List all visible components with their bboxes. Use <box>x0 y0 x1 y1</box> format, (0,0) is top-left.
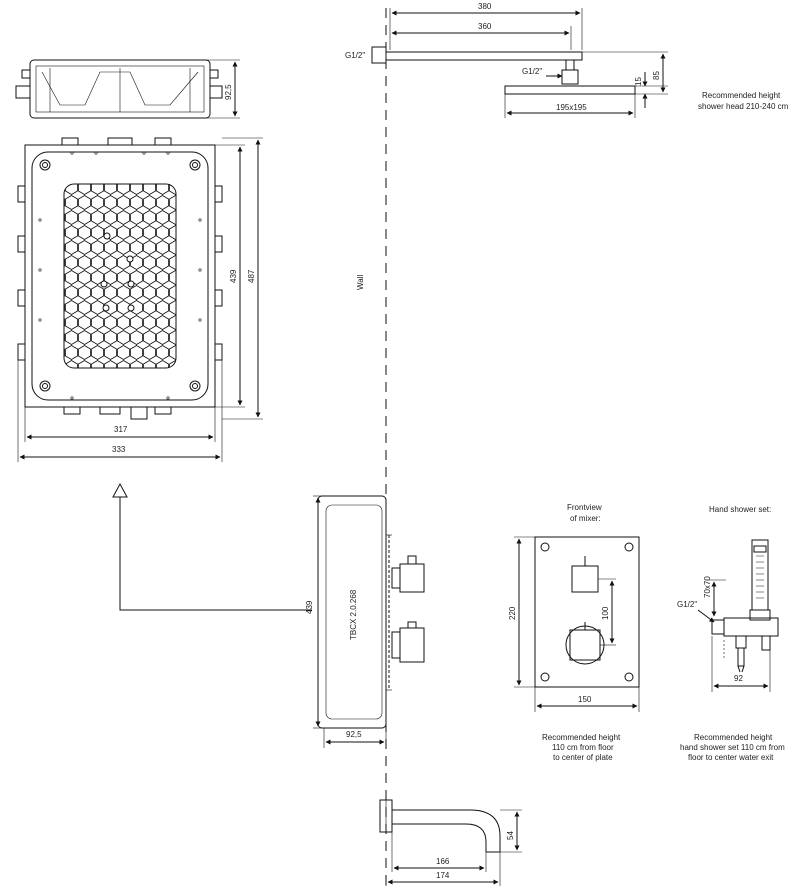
frontview-title-1: Frontview <box>567 503 602 512</box>
note-plate-line2: 110 cm from floor <box>552 743 614 752</box>
dim-hand-70x70: 70x70 <box>703 576 712 598</box>
note-hand-line1: Recommended height <box>694 733 773 742</box>
wall-label: Wall <box>356 275 365 290</box>
dim-spout-174: 174 <box>436 871 450 880</box>
note-hand-line3: floor to center water exit <box>688 753 774 762</box>
note-plate-height: Recommended height 110 cm from floor to … <box>542 733 621 762</box>
hand-shower-set: Hand shower set: G1/2" 70x70 92 <box>677 505 779 692</box>
note-plate-line1: Recommended height <box>542 733 621 742</box>
frontview-title-2: of mixer: <box>570 514 601 523</box>
dim-box-depth: 92,5 <box>224 84 233 100</box>
dim-spout-54: 54 <box>506 831 515 840</box>
note-plate-line3: to center of plate <box>553 753 613 762</box>
dim-spout-166: 166 <box>436 857 450 866</box>
dim-arm-360: 360 <box>478 22 492 31</box>
dim-plate-220: 220 <box>508 606 517 620</box>
box-top-view: 92,5 <box>15 59 240 119</box>
wall-line: Wall <box>356 8 387 886</box>
dim-plate-100: 100 <box>601 606 610 620</box>
dim-box-333: 333 <box>112 445 126 454</box>
dim-head-85: 85 <box>652 71 661 80</box>
dim-side-92-5: 92,5 <box>346 730 362 739</box>
dim-box-317: 317 <box>114 425 128 434</box>
note-shower-head-height: Recommended height shower head 210-240 c… <box>698 91 789 111</box>
pointer-arrow <box>112 482 312 611</box>
note-head-line2: shower head 210-240 cm <box>698 102 789 111</box>
note-hand-shower-height: Recommended height hand shower set 110 c… <box>680 733 785 762</box>
dim-head-g12: G1/2" <box>522 67 542 76</box>
dim-arm-g12: G1/2" <box>345 51 365 60</box>
shower-arm: 380 360 G1/2" <box>345 2 668 64</box>
dim-head-15: 15 <box>634 77 643 86</box>
dim-box-439: 439 <box>229 269 238 283</box>
mixer-side-view: TBCX 2.0.268 439 92,5 <box>305 495 425 748</box>
note-head-line1: Recommended height <box>702 91 781 100</box>
dim-arm-380: 380 <box>478 2 492 11</box>
box-front-view: 439 487 317 333 <box>17 137 263 462</box>
hand-shower-title: Hand shower set: <box>709 505 771 514</box>
shower-head: G1/2" 195x195 15 85 <box>504 53 668 118</box>
bath-spout: 54 166 174 <box>379 798 522 886</box>
dim-plate-150: 150 <box>578 695 592 704</box>
mixer-front-view: Frontview of mixer: 100 220 150 <box>508 503 640 712</box>
dim-side-439: 439 <box>305 600 314 614</box>
dim-box-487: 487 <box>247 269 256 283</box>
dim-hand-92: 92 <box>734 674 743 683</box>
dim-head-size: 195x195 <box>556 103 587 112</box>
box-code-label: TBCX 2.0.268 <box>349 589 358 640</box>
dim-hand-g12: G1/2" <box>677 600 697 609</box>
note-hand-line2: hand shower set 110 cm from <box>680 743 785 752</box>
